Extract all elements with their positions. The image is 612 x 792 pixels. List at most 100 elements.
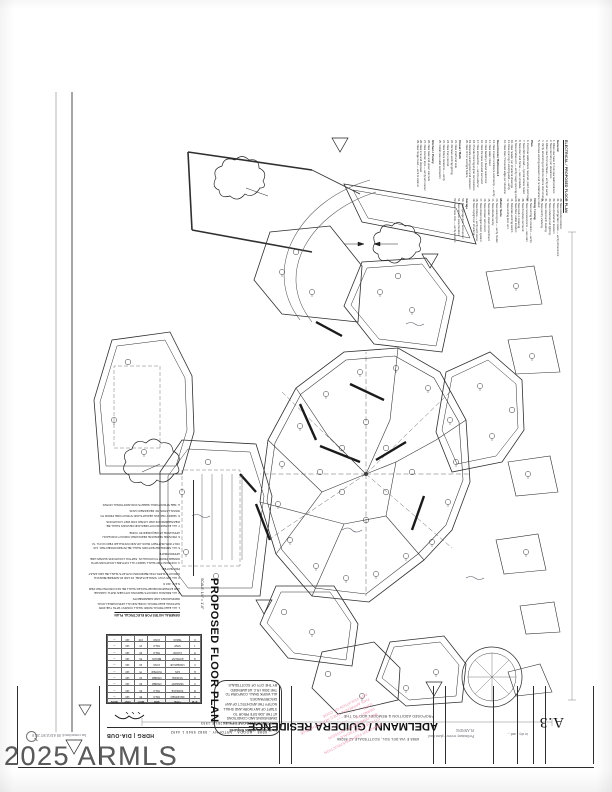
schedule-cell: 120 bbox=[121, 679, 135, 686]
schedule-cell: JUNO bbox=[147, 660, 166, 668]
schedule-cell: 120 bbox=[121, 635, 135, 642]
schedule-col-4: VOLT bbox=[121, 698, 135, 703]
plan-label-rule bbox=[193, 480, 194, 576]
general-notes-footer: A. SEE STRUCTURAL SHEETS FOR ADDITIONAL … bbox=[102, 503, 180, 508]
plan-title-label: PROPOSED FLOOR PLAN bbox=[208, 578, 220, 723]
keynote-row: 19. Relocate existing door and casework bbox=[468, 140, 472, 190]
general-note-2: 3. ALL 125 VOLT, SINGLE PHASE, 15 AND 20… bbox=[88, 567, 180, 581]
note-box-line-2: AT THE JOB SITE PRIOR TO bbox=[233, 711, 277, 716]
keynote-section-heading: Closet / Bath bbox=[457, 140, 462, 159]
schedule-cell: UNDERCAB bbox=[165, 660, 190, 668]
schedule-cell: HALO bbox=[147, 641, 166, 649]
schedule-cell: — bbox=[107, 654, 122, 661]
schedule-cell: — bbox=[107, 679, 122, 686]
general-note-7: 8. VERIFY CEILING HEIGHTS AND STRUCTURE … bbox=[100, 509, 180, 518]
keynote-row: 50. New garage door and opener bbox=[460, 198, 464, 239]
tb-divider-4 bbox=[493, 686, 494, 764]
note-box-line-3: START OF ANY WORK AND SHALL bbox=[223, 706, 277, 711]
schedule-cell: HUNTER bbox=[147, 667, 166, 674]
schedule-cell: JUNO bbox=[147, 635, 166, 642]
general-note-1: 2. ALL BRANCH CIRCUITS SERVING KITCHEN, … bbox=[88, 582, 180, 596]
keynote-row: 41. Relocate existing switch bbox=[509, 198, 513, 233]
schedule-cell: HALO bbox=[147, 648, 166, 655]
sheet-number: A.3 bbox=[538, 714, 564, 730]
schedule-cell: D bbox=[189, 673, 201, 680]
schedule-cell: FLOOD bbox=[165, 648, 190, 655]
schedule-col-5: NOTE bbox=[107, 698, 122, 703]
schedule-cell: 15 bbox=[134, 641, 148, 649]
schedule-cell: BROAN bbox=[147, 654, 166, 661]
schedule-cell: FAN bbox=[165, 667, 190, 674]
keynote-row: 46. New shower with bench bbox=[483, 198, 487, 233]
schedule-cell: PENDANT bbox=[165, 679, 190, 686]
keynote-row: 47. New closet organization system bbox=[479, 198, 483, 242]
schedule-cell: 60 bbox=[134, 686, 148, 693]
schedule-cell: 120 bbox=[121, 654, 135, 661]
schedule-cell: A bbox=[189, 692, 201, 699]
schedule-cell: SCONCE bbox=[165, 673, 190, 680]
keynote-row: 51. New service panel location bbox=[456, 198, 460, 236]
keynote-row: 15. New lavatory / faucet selections bbox=[484, 140, 488, 184]
schedule-cell: — bbox=[107, 667, 122, 674]
schedule-cell: 120 bbox=[121, 686, 135, 693]
keynote-row: 45. New water closet compartment bbox=[487, 198, 491, 241]
keynote-row: 13. New shower enclosure and vanity — ve… bbox=[491, 140, 495, 197]
keynote-row: 34. New island with seating bbox=[543, 198, 547, 232]
keynote-row: 6. Continue walls where required, patch … bbox=[526, 140, 530, 202]
keynote-row: 31. New refrigerator space — verify dime… bbox=[555, 198, 559, 257]
schedule-cell: 120 bbox=[121, 641, 135, 649]
title-block: A.3 in city - and ... Preliminary review… bbox=[17, 676, 594, 768]
general-note-5: 6. PROVIDE SEPARATE DEDICATED CIRCUIT FO… bbox=[102, 530, 180, 540]
general-note-3: 4. CONTRACTOR SHALL VERIFY ALL FIXTURE L… bbox=[90, 552, 180, 565]
hand-note-sheet: in city - and ... bbox=[507, 732, 528, 736]
schedule-cell: 75 bbox=[134, 667, 148, 674]
tb-divider-0 bbox=[593, 686, 594, 764]
keynote-section-heading: Plan bbox=[530, 140, 535, 147]
keynote-row: 9. New window unit — verify rough openin… bbox=[514, 140, 518, 199]
plan-scale-label: SCALE: 1/4" = 1'-0" bbox=[200, 578, 204, 610]
schedule-header-row: SYM TYPE MFR WATT VOLT NOTE bbox=[107, 698, 201, 703]
schedule-cell: — bbox=[107, 660, 122, 668]
schedule-cell: 20 bbox=[134, 660, 148, 668]
schedule-cell: 120 bbox=[121, 692, 135, 699]
schedule-cell: — bbox=[107, 686, 122, 693]
tb-divider-5 bbox=[445, 686, 446, 764]
tb-divider-2 bbox=[533, 686, 534, 764]
schedule-cell: SURFACE bbox=[165, 686, 190, 693]
general-note-6: 7. ALL EXTERIOR FIXTURES AND DEVICES SHA… bbox=[105, 520, 180, 529]
keynote-row: 10. New header per structural drawings bbox=[510, 140, 514, 188]
schedule-col-1: TYPE bbox=[165, 698, 190, 703]
keynote-row: 11. New opening in existing wall — verif… bbox=[506, 140, 510, 190]
schedule-cell: E bbox=[189, 667, 201, 674]
schedule-cell: OWNER bbox=[147, 673, 166, 680]
note-box-line-7: THE 2006 I.R.C. AS AMENDED bbox=[230, 687, 277, 692]
general-notes-title: GENERAL NOTES FOR ELECTRICAL PLAN bbox=[114, 613, 180, 617]
schedule-cell: — bbox=[107, 673, 122, 680]
keynote-row: 39. New built-in shelving bbox=[517, 198, 521, 229]
keynote-row: 17. New exhaust fan — vent to exterior bbox=[476, 140, 480, 188]
schedule-cell: 90 bbox=[134, 648, 148, 655]
keynote-section-heading: Garage bbox=[464, 198, 469, 210]
note-box-title: No Mechanical Plan Required bbox=[229, 728, 277, 732]
schedule-cell: 65 bbox=[134, 692, 148, 699]
keynote-row: 24. New fixture locations — verify bbox=[442, 140, 446, 181]
keynote-row: 25. Install new outlet and switch bbox=[438, 140, 442, 179]
keynote-row: 27. New counter tops — verify with owner bbox=[423, 140, 427, 191]
schedule-cell: 150 bbox=[134, 635, 148, 642]
keynote-row: 8. New door and frame — see schedule bbox=[518, 140, 522, 189]
note-box-line-1: DIMENSIONS AND CONDITIONS bbox=[226, 716, 277, 721]
schedule-cell: 120 bbox=[121, 648, 135, 655]
keynote-row: 23. New linen cabinet bbox=[445, 140, 449, 167]
keynote-section-heading: Guestroom / Bathroom 2 bbox=[495, 140, 500, 177]
keynote-row: 48. New fixture — verify with owner bbox=[475, 198, 479, 242]
keynote-row: 3. Allow new finish surfaces — verify w/… bbox=[544, 140, 548, 197]
keynote-row: 1. Allow new base trim at new wall locat… bbox=[552, 140, 556, 194]
schedule-cell: 50 bbox=[134, 654, 148, 661]
